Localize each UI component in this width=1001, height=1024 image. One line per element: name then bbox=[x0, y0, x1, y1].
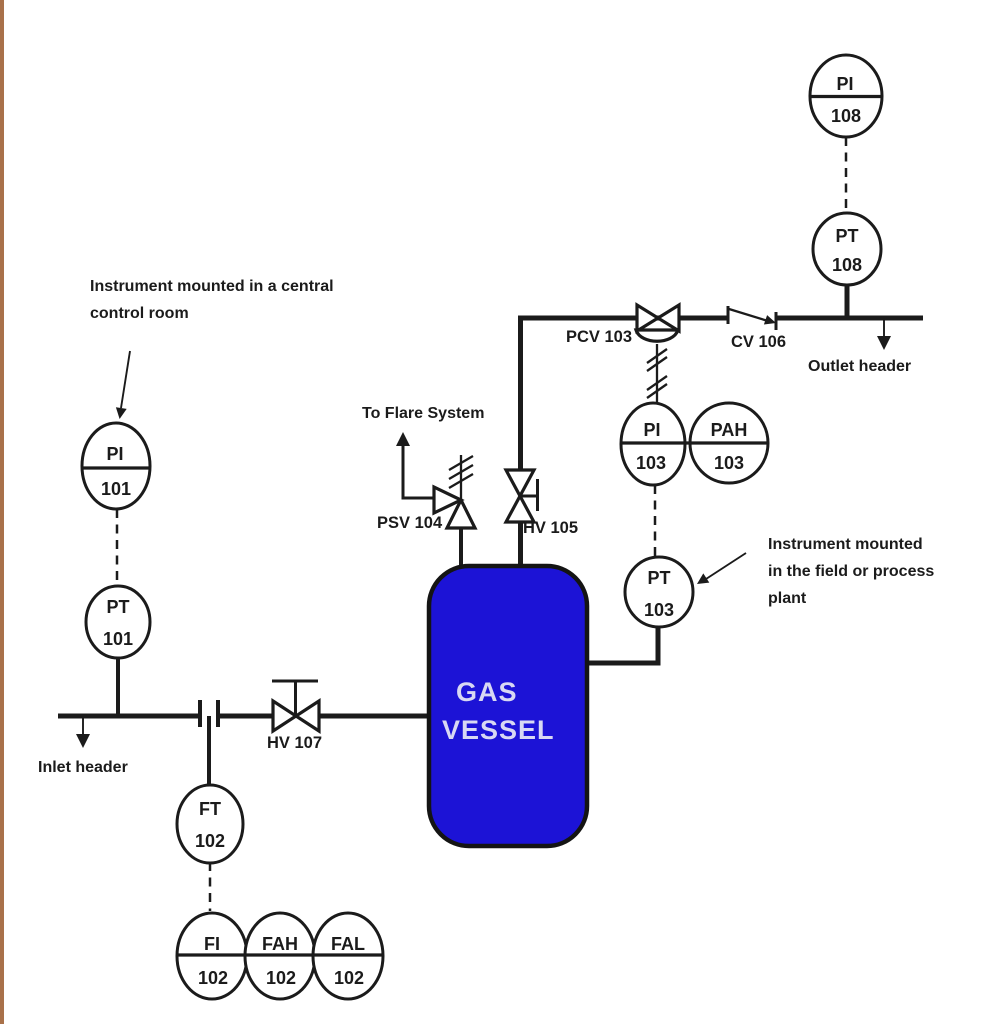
pi101-tag: PI bbox=[106, 444, 123, 464]
hv105-valve-icon-lower bbox=[503, 492, 537, 524]
pcv103-label: PCV 103 bbox=[566, 328, 632, 346]
pt103-bubble bbox=[623, 555, 695, 629]
pneumatic-signal-pcv103 bbox=[646, 344, 668, 404]
header-labels: Outlet header Inlet header bbox=[38, 318, 911, 776]
ft102-tag: FT bbox=[199, 799, 221, 819]
pi108-tag: PI bbox=[836, 74, 853, 94]
pcv-actuator-diaphragm-icon bbox=[633, 328, 681, 343]
flare-arrowhead bbox=[396, 432, 410, 446]
inlet-header-label: Inlet header bbox=[38, 759, 128, 776]
pi103-num: 103 bbox=[636, 453, 666, 473]
control-room-pointer-arrowhead bbox=[115, 407, 127, 419]
fi102-num: 102 bbox=[198, 968, 228, 988]
pt108-tag: PT bbox=[835, 226, 858, 246]
pi103-tag: PI bbox=[643, 420, 660, 440]
instrument-fi-fah-fal-102: FI 102 FAH 102 FAL 102 bbox=[175, 911, 385, 1001]
field-pointer-arrowhead bbox=[697, 573, 710, 584]
check-valve-arrowhead bbox=[763, 315, 776, 325]
field-note-line3: plant bbox=[768, 590, 807, 607]
annotation-field-mounted: Instrument mounted in the field or proce… bbox=[697, 536, 934, 607]
outlet-header-label: Outlet header bbox=[808, 358, 911, 375]
vessel-label-line2: VESSEL bbox=[442, 715, 555, 745]
valve-hv-107: HV 107 bbox=[267, 679, 322, 752]
pt108-num: 108 bbox=[832, 255, 862, 275]
pt103-num: 103 bbox=[644, 600, 674, 620]
psv-valve-icon-outlet bbox=[432, 484, 465, 516]
signal-slash-pair-upper bbox=[646, 348, 668, 372]
pt101-num: 101 bbox=[103, 629, 133, 649]
instrument-ft-102: FT 102 bbox=[175, 783, 245, 865]
hv107-valve-icon bbox=[271, 698, 299, 734]
fi102-tag: FI bbox=[204, 934, 220, 954]
field-note-line1: Instrument mounted bbox=[768, 536, 923, 553]
pt103-tap-line bbox=[584, 626, 661, 666]
pt101-bubble bbox=[84, 584, 152, 660]
pi101-num: 101 bbox=[101, 479, 131, 499]
fal102-tag: FAL bbox=[331, 934, 365, 954]
field-pointer-line bbox=[705, 552, 747, 580]
instrument-pt-103: PT 103 bbox=[623, 555, 695, 629]
valve-hv-105: HV 105 bbox=[503, 468, 578, 537]
pcv-valve-icon bbox=[635, 302, 662, 334]
instrument-pi-103-pah-103: PI 103 PAH 103 bbox=[619, 401, 770, 487]
vessel-label-line1: GAS bbox=[456, 677, 518, 707]
fah102-tag: FAH bbox=[262, 934, 298, 954]
instrument-pi-108: PI 108 bbox=[808, 53, 884, 139]
control-room-pointer-line bbox=[120, 350, 131, 409]
control-room-note-line2: control room bbox=[90, 305, 189, 322]
pt108-bubble bbox=[811, 211, 883, 287]
psv-spring-icon bbox=[448, 455, 474, 489]
fal102-num: 102 bbox=[334, 968, 364, 988]
pah103-num: 103 bbox=[714, 453, 744, 473]
hv105-label: HV 105 bbox=[523, 519, 578, 537]
outlet-arrowhead bbox=[877, 336, 891, 350]
field-note-line2: in the field or process bbox=[768, 563, 934, 580]
fah102-num: 102 bbox=[266, 968, 296, 988]
hv107-label: HV 107 bbox=[267, 734, 322, 752]
pt103-tag: PT bbox=[647, 568, 670, 588]
flare-system-label: To Flare System bbox=[362, 405, 484, 422]
hv105-valve-icon bbox=[503, 468, 537, 500]
vessel-body bbox=[426, 563, 590, 849]
pt101-tag: PT bbox=[106, 597, 129, 617]
left-accent-border bbox=[0, 0, 4, 1024]
psv-valve-icon-inlet bbox=[444, 496, 478, 530]
valve-cv-106: CV 106 bbox=[726, 306, 786, 351]
inlet-arrowhead bbox=[76, 734, 90, 748]
cv106-label: CV 106 bbox=[731, 333, 786, 351]
signal-slash-pair-lower bbox=[646, 375, 668, 399]
valve-pcv-103: PCV 103 bbox=[566, 302, 681, 346]
pcv-valve-icon-right bbox=[654, 302, 681, 334]
psv104-label: PSV 104 bbox=[377, 514, 443, 532]
ft102-num: 102 bbox=[195, 831, 225, 851]
instrument-signal-links bbox=[115, 137, 848, 911]
control-room-note-line1: Instrument mounted in a central bbox=[90, 278, 334, 295]
valve-psv-104: PSV 104 To Flare System bbox=[362, 405, 484, 532]
ft102-bubble bbox=[175, 783, 245, 865]
check-valve-flap-icon bbox=[728, 307, 769, 323]
pi101-bubble bbox=[80, 421, 152, 511]
pah103-tag: PAH bbox=[711, 420, 748, 440]
instrument-pt-108: PT 108 bbox=[811, 211, 883, 287]
pi108-num: 108 bbox=[831, 106, 861, 126]
hv107-valve-icon-right bbox=[293, 698, 321, 734]
flare-line bbox=[401, 444, 436, 500]
instrument-pt-101: PT 101 bbox=[84, 584, 152, 660]
instrument-pi-101: PI 101 bbox=[80, 421, 152, 511]
gas-vessel: GAS VESSEL bbox=[426, 563, 590, 849]
annotation-control-room: Instrument mounted in a central control … bbox=[90, 278, 334, 419]
